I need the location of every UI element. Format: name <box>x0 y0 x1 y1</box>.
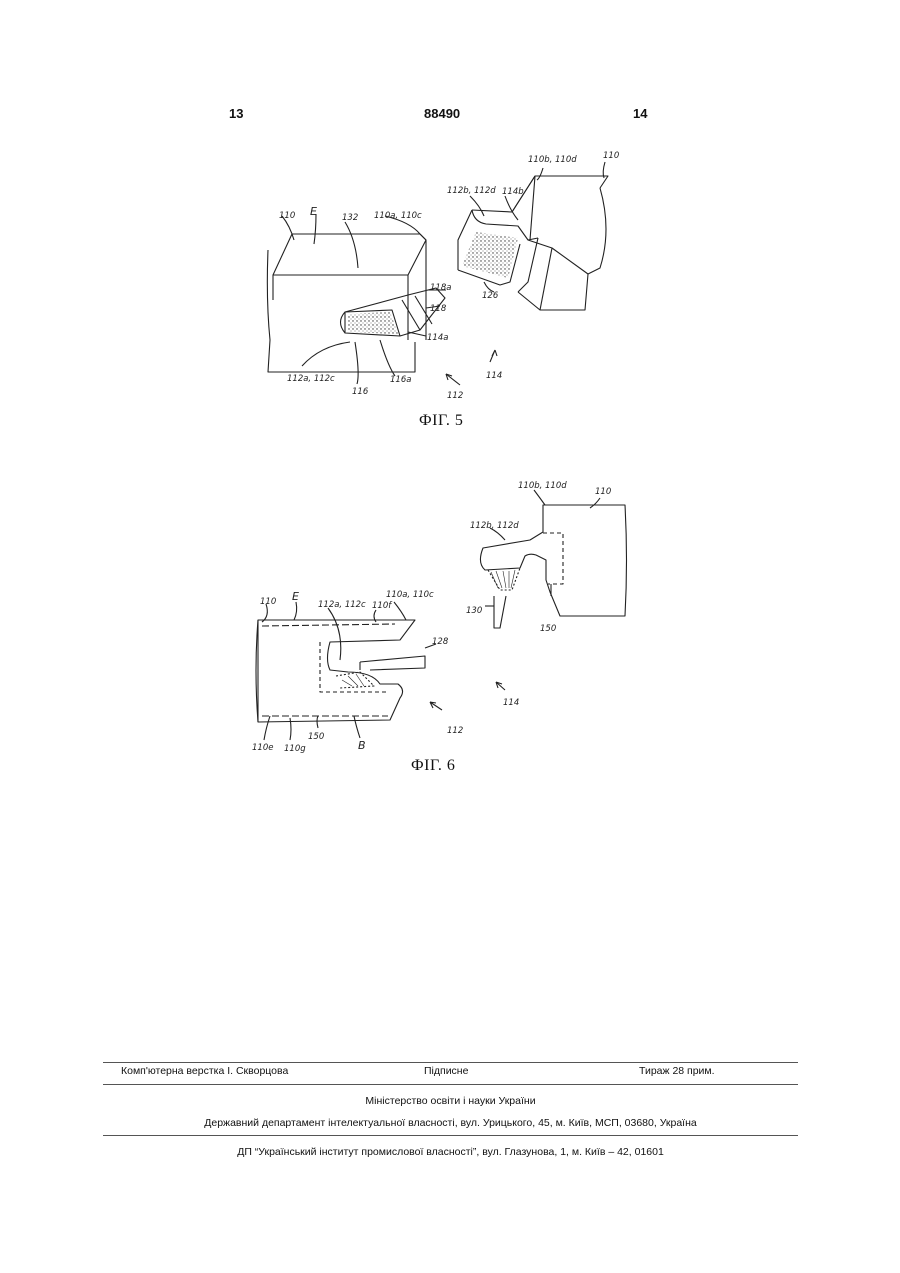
ministry-line: Міністерство освіти і науки України <box>103 1095 798 1107</box>
reference-label: E <box>292 590 299 603</box>
reference-label: 116a <box>390 375 411 385</box>
typesetting-credit: Комп'ютерна верстка І. Скворцова <box>121 1065 288 1077</box>
figure-6-drawing <box>256 490 627 740</box>
reference-label: 110g <box>284 744 306 754</box>
reference-label: 110 <box>279 211 295 221</box>
reference-label: 116 <box>352 387 369 397</box>
circulation-label: Тираж 28 прим. <box>639 1065 715 1077</box>
fig5-left-dotted-surface <box>348 312 398 334</box>
fig6-lower-nozzle <box>336 672 374 688</box>
figure-5-labels: 110 E 132 110a, 110c 112b, 112d 110b, 11… <box>279 151 619 401</box>
reference-label: 114a <box>427 333 448 343</box>
footer-rule-middle <box>103 1084 798 1085</box>
reference-label: 126 <box>482 291 499 301</box>
figure-5-drawing <box>267 162 608 385</box>
footer-rule-bottom <box>103 1135 798 1136</box>
reference-label: 110 <box>603 151 619 161</box>
fig5-right-dotted-surface <box>462 232 518 278</box>
figure-5-caption: ФІГ. 5 <box>419 412 463 430</box>
fig5-right-block-body <box>518 188 606 310</box>
reference-label: 132 <box>342 213 358 223</box>
fig6-lower-dashed <box>320 642 386 692</box>
institute-line: ДП “Український інститут промислової вла… <box>103 1146 798 1158</box>
figure-6-labels: 110b, 110d 110 112b, 112d 130 150 110 E … <box>252 481 611 754</box>
reference-label: 114b <box>502 187 524 197</box>
reference-label: 150 <box>540 624 556 634</box>
reference-label: 110e <box>252 743 273 753</box>
fig6-upper-nozzle <box>488 568 520 590</box>
reference-label: 114 <box>503 698 519 708</box>
figure-6-caption: ФІГ. 6 <box>411 757 455 775</box>
reference-label: 112b, 112d <box>447 186 496 196</box>
reference-label: 128 <box>432 637 449 647</box>
fig6-tube-130 <box>494 596 506 628</box>
reference-label: 118a <box>430 283 451 293</box>
reference-label: 110b, 110d <box>518 481 567 491</box>
fig6-lower-block <box>258 620 415 722</box>
reference-label: 110f <box>372 601 393 611</box>
reference-label: 114 <box>486 371 502 381</box>
reference-label: 110a, 110c <box>374 211 422 221</box>
reference-label: 110a, 110c <box>386 590 434 600</box>
reference-label: E <box>310 205 317 218</box>
fig6-dashed-top <box>262 624 395 626</box>
reference-label: 112a, 112c <box>287 374 335 384</box>
reference-label: 118 <box>430 304 447 314</box>
department-line: Державний департамент інтелектуальної вл… <box>103 1117 798 1129</box>
reference-label: 110 <box>260 597 276 607</box>
reference-label: 130 <box>466 606 482 616</box>
reference-label: 112 <box>447 391 463 401</box>
signed-label: Підписне <box>424 1065 468 1077</box>
fig6-channel-128 <box>360 656 425 670</box>
reference-label: 110b, 110d <box>528 155 577 165</box>
fig5-left-block-top <box>273 234 426 275</box>
footer-rule-top <box>103 1062 798 1063</box>
reference-label: 150 <box>308 732 324 742</box>
reference-label: 112 <box>447 726 463 736</box>
reference-label: 112a, 112c <box>318 600 366 610</box>
reference-label: 112b, 112d <box>470 521 519 531</box>
reference-label: 110 <box>595 487 611 497</box>
reference-label: B <box>358 739 366 752</box>
